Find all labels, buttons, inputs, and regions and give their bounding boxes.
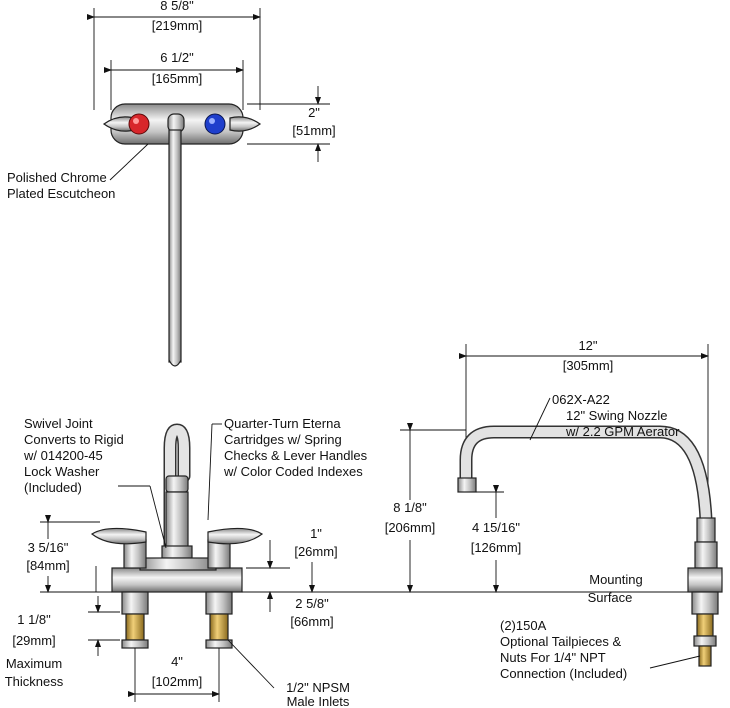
swivel-leader (149, 485, 167, 549)
right-brass-shank (209, 613, 229, 641)
spout-base-top (167, 113, 185, 133)
escutcheon-leader (109, 143, 149, 181)
cartridge-label-3: Checks & Lever Handles (224, 448, 368, 463)
swing-nozzle (461, 427, 711, 521)
mounting-label-1: Mounting (589, 572, 642, 587)
front-view: Swivel Joint Converts to Rigid w/ 014200… (5, 416, 368, 708)
inlet-spacing-in: 4" (171, 654, 183, 669)
nozzle-length-in: 12" (578, 338, 597, 353)
swivel-label-4: Lock Washer (24, 464, 100, 479)
tailpiece-label-4: Connection (Included) (500, 666, 627, 681)
top-view: 8 5/8" [219mm] 6 1/2" [165mm] 2" [51mm] … (7, 0, 336, 367)
swing-nozzle-outline (459, 425, 713, 521)
swing-nozzle-top (168, 129, 182, 363)
swivel-joint (165, 475, 189, 493)
nozzle-label-1: 062X-A22 (552, 392, 610, 407)
side-locknut (691, 591, 719, 615)
thickness-in: 1 1/8" (17, 612, 51, 627)
cold-index-highlight (209, 118, 215, 124)
overall-width-mm: [219mm] (152, 18, 203, 33)
faucet-deck-body (111, 567, 243, 593)
cartridge-label-1: Quarter-Turn Eterna (224, 416, 341, 431)
deck-height-mm: [26mm] (294, 544, 337, 559)
deck-to-spout-mm: [66mm] (290, 614, 333, 629)
deck-center-boss (139, 557, 217, 571)
optional-tailpiece (698, 645, 712, 667)
mounting-label-2: Surface (588, 590, 633, 605)
side-brass-shank (696, 613, 714, 637)
cartridge-label-4: w/ Color Coded Indexes (223, 464, 363, 479)
left-brass-shank (125, 613, 145, 641)
left-locknut (121, 591, 149, 615)
escutcheon-label-1: Polished Chrome (7, 170, 107, 185)
inlets-label-2: Male Inlets (287, 694, 350, 708)
side-swivel-joint (696, 517, 716, 543)
side-valve-bonnet (694, 541, 718, 569)
swivel-label-2: Converts to Rigid (24, 432, 124, 447)
spout-riser (165, 491, 189, 549)
cold-index-icon (204, 113, 226, 135)
depth-mm: [51mm] (292, 123, 335, 138)
cartridge-leader (207, 423, 213, 521)
side-view: 12" [305mm] 062X-A22 12" Swing Nozzle w/… (385, 338, 723, 681)
left-lever-handle (90, 527, 147, 545)
left-shank-nut (121, 639, 149, 649)
center-width-mm: [165mm] (152, 71, 203, 86)
center-width-in: 6 1/2" (160, 50, 194, 65)
outlet-height-in: 4 15/16" (472, 520, 520, 535)
overall-width-in: 8 5/8" (160, 0, 194, 13)
thickness-label-1: Maximum (6, 656, 62, 671)
swivel-label-1: Swivel Joint (24, 416, 93, 431)
outlet-height-mm: [126mm] (471, 540, 522, 555)
tailpiece-leader (649, 655, 701, 669)
cartridge-label-2: Cartridges w/ Spring (224, 432, 342, 447)
spout-nut (161, 545, 193, 559)
thickness-mm: [29mm] (12, 633, 55, 648)
hot-index-highlight (133, 118, 139, 124)
escutcheon-label-2: Plated Escutcheon (7, 186, 115, 201)
aerator (457, 477, 477, 493)
nozzle-leader (529, 397, 551, 441)
right-lever-handle (207, 527, 264, 545)
nozzle-label-3: w/ 2.2 GPM Aerator (565, 424, 680, 439)
nozzle-tip-top (168, 359, 182, 367)
side-deck-body (687, 567, 723, 593)
gooseneck-spout (165, 424, 189, 555)
thickness-label-2: Thickness (5, 674, 64, 689)
handle-height-mm: [84mm] (26, 558, 69, 573)
deck-to-spout-in: 2 5/8" (295, 596, 329, 611)
lever-handle-right-top (229, 116, 262, 132)
nozzle-label-2: 12" Swing Nozzle (566, 408, 667, 423)
swivel-label-3: w/ 014200-45 (23, 448, 103, 463)
tailpiece-label-3: Nuts For 1/4" NPT (500, 650, 606, 665)
right-shank-nut (205, 639, 233, 649)
deck-height-in: 1" (310, 526, 322, 541)
hot-index-icon (128, 113, 150, 135)
inlets-label-1: 1/2" NPSM (286, 680, 350, 695)
depth-in: 2" (308, 105, 320, 120)
overall-height-in: 8 1/8" (393, 500, 427, 515)
inlet-spacing-mm: [102mm] (152, 674, 203, 689)
swivel-label-5: (Included) (24, 480, 82, 495)
tailpiece-label-1: (2)150A (500, 618, 547, 633)
handle-height-in: 3 5/16" (28, 540, 69, 555)
overall-height-mm: [206mm] (385, 520, 436, 535)
right-locknut (205, 591, 233, 615)
side-tailpiece-nut (693, 635, 717, 647)
tailpiece-label-2: Optional Tailpieces & (500, 634, 621, 649)
inlets-leader (227, 639, 275, 689)
nozzle-length-mm: [305mm] (563, 358, 614, 373)
